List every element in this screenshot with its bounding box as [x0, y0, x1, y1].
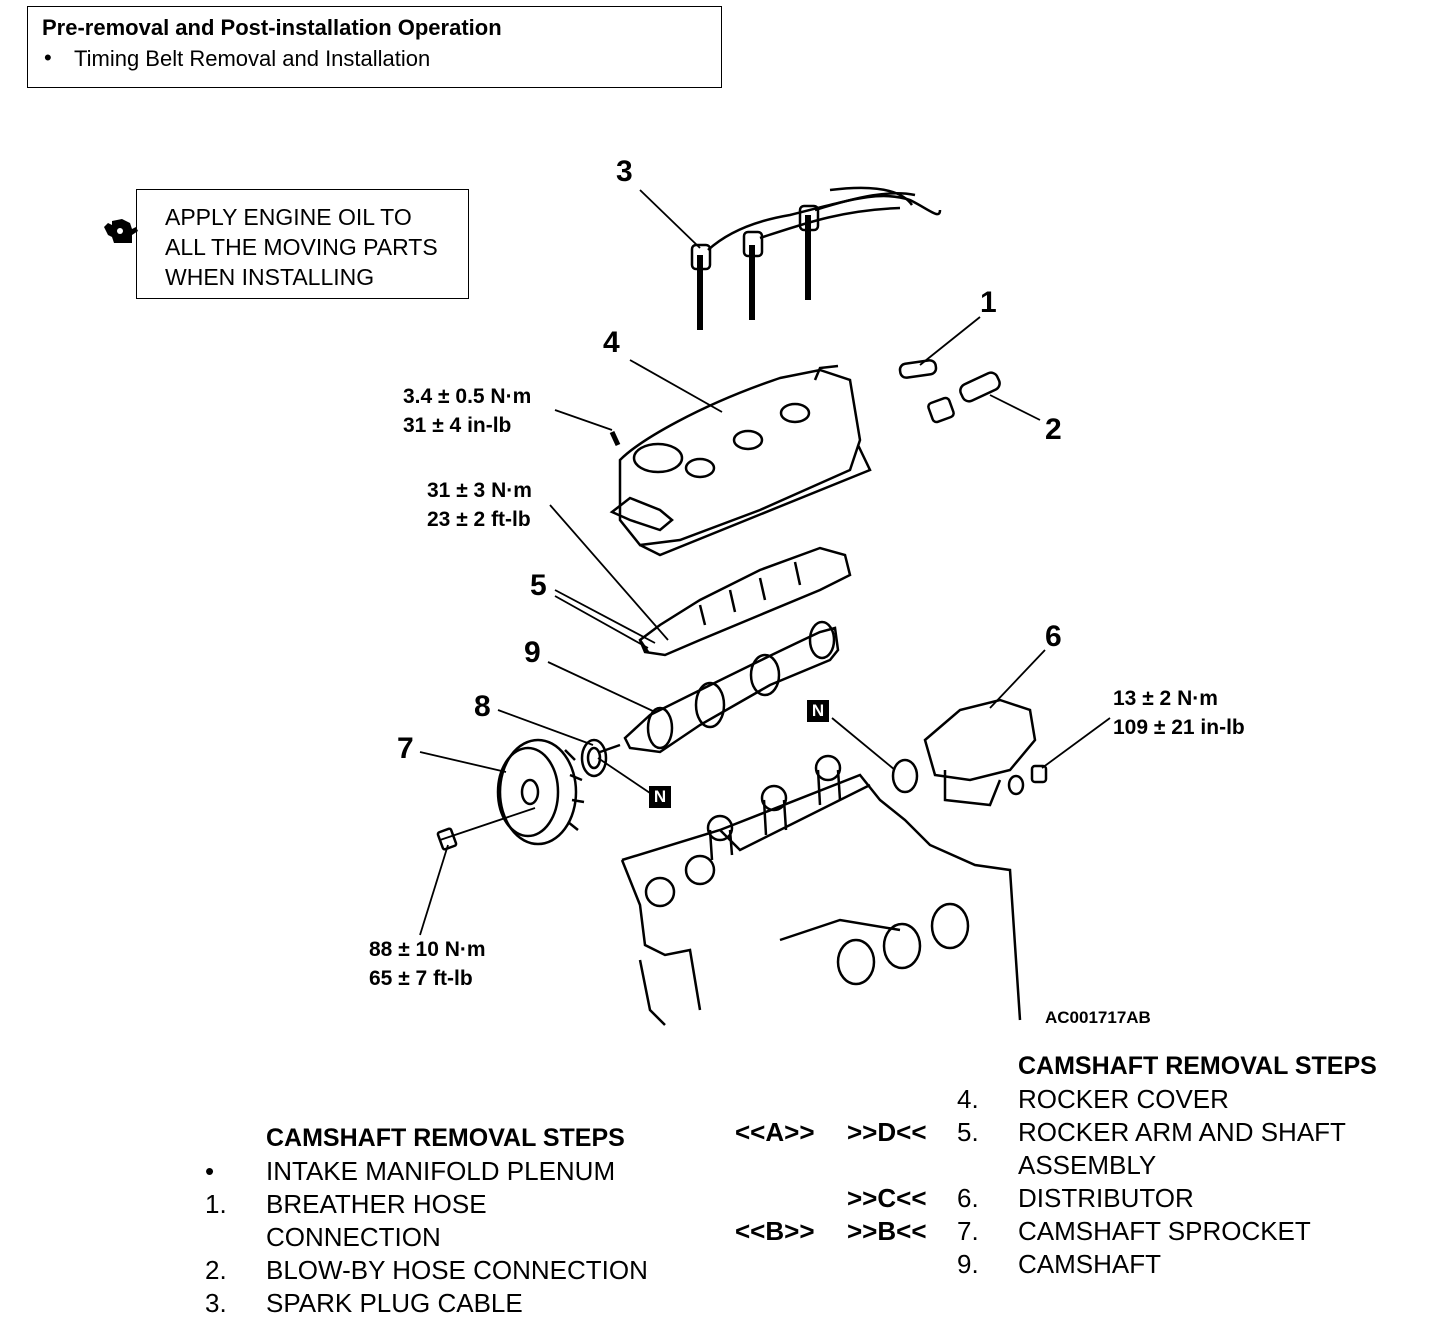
- right-step-text: CAMSHAFT SPROCKET: [1018, 1216, 1311, 1246]
- torque-sprocket-imperial: 65 ± 7 ft-lb: [369, 967, 473, 990]
- right-step-number: 6.: [957, 1183, 979, 1213]
- oil-note-line-2: ALL THE MOVING PARTS: [165, 234, 438, 260]
- right-step-install-ref: >>B<<: [847, 1216, 927, 1246]
- callout-4: 4: [603, 326, 620, 359]
- callout-9: 9: [524, 636, 541, 669]
- sprocket-bolt: [436, 827, 458, 851]
- callout-2: 2: [1045, 413, 1062, 446]
- spark-plug-cables: [690, 186, 942, 330]
- torque-rocker-cover-imperial: 31 ± 4 in-lb: [403, 414, 512, 437]
- left-steps: CAMSHAFT REMOVAL STEPS • INTAKE MANIFOLD …: [205, 1122, 648, 1320]
- callout-5: 5: [530, 569, 547, 602]
- right-step-row: 4. ROCKER COVER: [735, 1083, 1377, 1116]
- oil-seal: [580, 738, 608, 778]
- left-step-number: 1.: [205, 1189, 227, 1219]
- camshaft-sprocket: [496, 738, 585, 846]
- hoses: [898, 359, 1001, 424]
- right-step-install-ref: >>D<<: [847, 1117, 927, 1147]
- oil-note-line-1: APPLY ENGINE OIL TO: [165, 204, 412, 230]
- new-part-marker-distributor-seal: N: [807, 700, 829, 722]
- new-part-marker-oil-seal: N: [649, 786, 671, 808]
- torque-rocker-cover-metric: 3.4 ± 0.5 N·m: [403, 385, 532, 408]
- torque-distributor-metric: 13 ± 2 N·m: [1113, 687, 1218, 710]
- distributor: [891, 698, 1048, 807]
- left-step-row: CONNECTION: [205, 1221, 625, 1254]
- left-step-row: 2. BLOW-BY HOSE CONNECTION: [205, 1254, 648, 1287]
- callout-7: 7: [397, 732, 414, 765]
- torque-rocker-shaft-metric: 31 ± 3 N·m: [427, 479, 532, 502]
- oil-can-icon: [104, 219, 138, 243]
- left-step-row: • INTAKE MANIFOLD PLENUM: [205, 1155, 625, 1188]
- right-step-removal-ref: <<B>>: [735, 1216, 815, 1246]
- torque-rocker-shaft-imperial: 23 ± 2 ft-lb: [427, 508, 531, 531]
- pre-removal-title: Pre-removal and Post-installation Operat…: [42, 15, 502, 40]
- figure-id: AC001717AB: [1045, 1008, 1151, 1027]
- right-step-number: 7.: [957, 1216, 979, 1246]
- right-step-install-ref: >>C<<: [847, 1183, 927, 1213]
- right-step-row: <<B>> >>B<< 7. CAMSHAFT SPROCKET: [735, 1215, 1377, 1248]
- left-step-text: CONNECTION: [266, 1222, 441, 1252]
- rocker-arm-assembly: [638, 546, 852, 657]
- left-step-row: 1. BREATHER HOSE: [205, 1188, 625, 1221]
- cylinder-head: [620, 754, 1022, 1026]
- right-steps: CAMSHAFT REMOVAL STEPS 4.ROCKER COVER<<A…: [735, 1050, 1377, 1281]
- callout-6: 6: [1045, 620, 1062, 653]
- rocker-cover: [609, 364, 872, 557]
- right-step-number: 4.: [957, 1084, 979, 1114]
- right-steps-heading: CAMSHAFT REMOVAL STEPS: [1018, 1052, 1377, 1080]
- pre-removal-item: Timing Belt Removal and Installation: [74, 46, 431, 71]
- torque-sprocket-metric: 88 ± 10 N·m: [369, 938, 486, 961]
- pre-removal-box: Pre-removal and Post-installation Operat…: [27, 6, 722, 88]
- right-step-removal-ref: <<A>>: [735, 1117, 815, 1147]
- callout-1: 1: [980, 286, 997, 319]
- right-step-text: ROCKER COVER: [1018, 1084, 1229, 1114]
- right-step-number: 5.: [957, 1117, 979, 1147]
- callout-8: 8: [474, 690, 491, 723]
- right-step-text: DISTRIBUTOR: [1018, 1183, 1194, 1213]
- callout-3: 3: [616, 155, 633, 188]
- torque-distributor-imperial: 109 ± 21 in-lb: [1113, 716, 1245, 739]
- left-step-text: SPARK PLUG CABLE: [266, 1288, 523, 1318]
- left-step-row: 3. SPARK PLUG CABLE: [205, 1287, 625, 1320]
- right-step-text: ROCKER ARM AND SHAFT: [1018, 1117, 1346, 1147]
- right-step-number: 9.: [957, 1249, 979, 1279]
- leader-lines: [419, 189, 1111, 936]
- right-step-row: 9. CAMSHAFT: [735, 1248, 1377, 1281]
- left-step-text: BREATHER HOSE: [266, 1189, 487, 1219]
- oil-note-line-3: WHEN INSTALLING: [165, 264, 375, 290]
- left-steps-heading: CAMSHAFT REMOVAL STEPS: [266, 1124, 625, 1152]
- right-step-row: >>C<< 6. DISTRIBUTOR: [735, 1182, 1377, 1215]
- left-step-number: 2.: [205, 1255, 227, 1285]
- left-step-number: •: [205, 1156, 215, 1186]
- left-step-text: BLOW-BY HOSE CONNECTION: [266, 1255, 648, 1285]
- left-step-number: 3.: [205, 1288, 227, 1318]
- right-step-text: CAMSHAFT: [1018, 1249, 1161, 1279]
- bullet-icon: •: [44, 45, 52, 70]
- right-steps-list: 4. ROCKER COVER <<A>> >>D<< 5. ROCKER ARM AND…: [735, 1083, 1377, 1281]
- right-step-row: <<A>> >>D<< 5. ROCKER ARM AND SHAFT: [735, 1116, 1377, 1149]
- right-step-text: ASSEMBLY: [1018, 1150, 1157, 1180]
- right-step-row: ASSEMBLY: [735, 1149, 1377, 1182]
- camshaft: [599, 620, 840, 754]
- oil-note-box: APPLY ENGINE OIL TO ALL THE MOVING PARTS…: [136, 189, 469, 299]
- left-step-text: INTAKE MANIFOLD PLENUM: [266, 1156, 616, 1186]
